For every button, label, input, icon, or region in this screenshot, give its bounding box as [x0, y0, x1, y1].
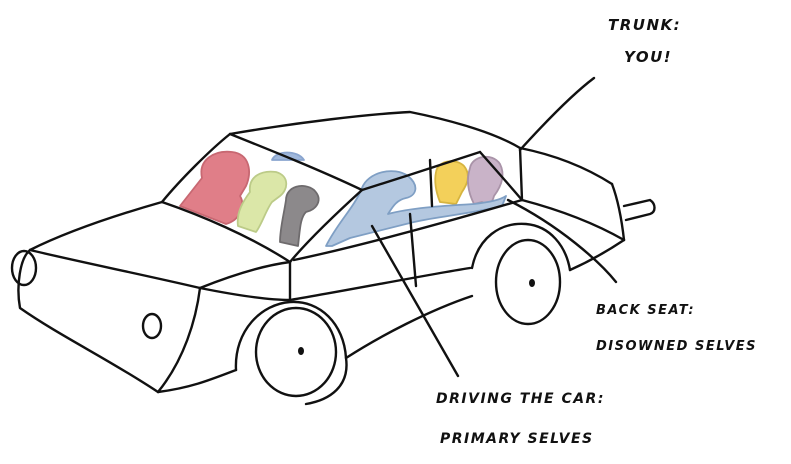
- leader-lines: [370, 76, 618, 378]
- trunk-leader: [518, 76, 596, 152]
- figure-gray: [279, 185, 320, 247]
- back-seat-leader: [506, 198, 618, 284]
- trunk-label-line1: TRUNK:: [608, 16, 682, 34]
- figure-yellow: [434, 160, 469, 205]
- figure-green: [236, 170, 288, 233]
- figure-mauve: [467, 155, 504, 205]
- driver-figure: [325, 170, 507, 247]
- figure-red: [179, 150, 250, 225]
- driver-leader: [370, 224, 460, 378]
- trunk-label-line2: YOU!: [624, 48, 673, 66]
- back-seat-label-line2: DISOWNED SELVES: [596, 339, 757, 354]
- back-seat-label-line1: BACK SEAT:: [596, 303, 696, 318]
- driver-label-line1: DRIVING THE CAR:: [436, 391, 605, 407]
- driver-label-line2: PRIMARY SELVES: [440, 431, 594, 447]
- car-outline: [10, 110, 656, 406]
- passenger-figures: [179, 150, 507, 247]
